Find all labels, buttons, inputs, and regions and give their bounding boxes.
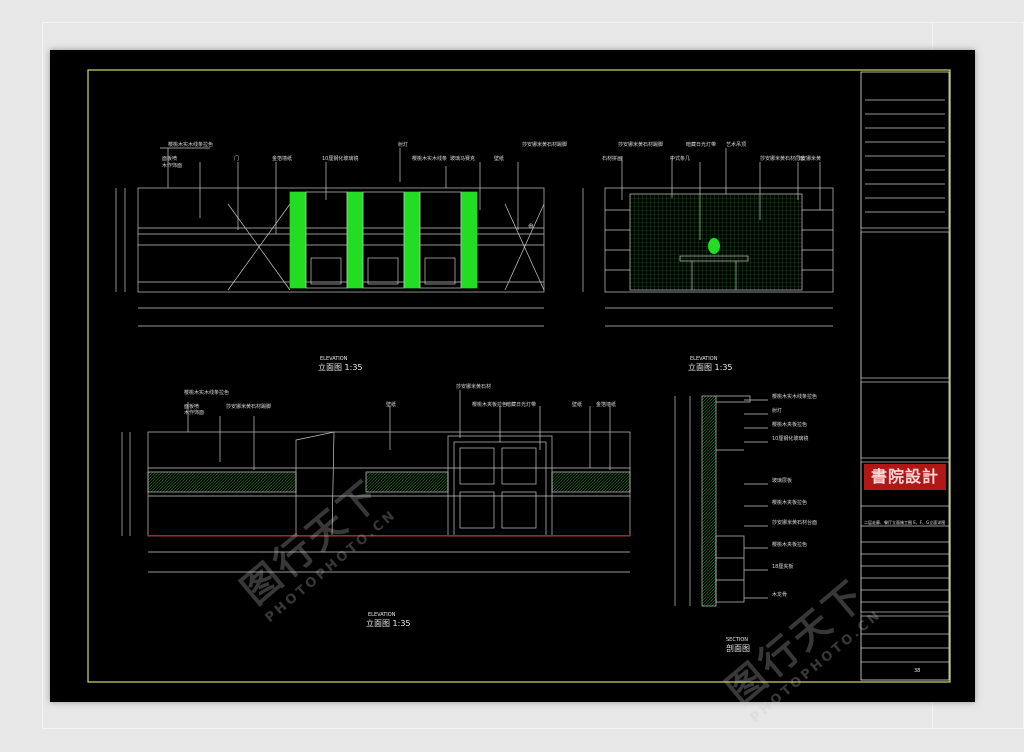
elevation-3-label-0: 樱桃木实木线条拉色 — [184, 389, 229, 396]
section-label-9: 木龙骨 — [772, 591, 787, 598]
title-block — [860, 71, 950, 681]
firm-logo-text: 書院設計 — [870, 467, 939, 486]
vase-shape — [708, 238, 720, 254]
section-label-1: 射灯 — [772, 407, 782, 414]
elevation-3-label-8: 壁纸 — [572, 401, 582, 408]
section-label-5: 樱桃木夹板拉色 — [772, 499, 807, 506]
section-label-6: 莎安娜米黄石材台面 — [772, 519, 817, 526]
elevation-1-dim-text: ⊕ — [528, 222, 534, 230]
elevation-3-label-5: 莎安娜米黄石材 — [456, 383, 491, 390]
elevation-3-label-2: 木作饰面 — [184, 409, 204, 416]
elevation-1-label-1: 面板喷 — [162, 155, 177, 162]
elevation-1-label-5: 10厘钢化玻璃镜 — [322, 155, 358, 162]
drawing-border — [87, 69, 951, 683]
cad-drawing-canvas: ⊕ — [50, 50, 975, 702]
section-label-8: 18厘夹板 — [772, 563, 793, 570]
section-label-4: 玻璃层板 — [772, 477, 792, 484]
elevation-1-label-3: 门 — [234, 155, 239, 162]
elevation-3-label-3: 莎安娜米黄石材踢脚 — [226, 403, 271, 410]
section-label-2: 樱桃木夹板拉色 — [772, 421, 807, 428]
elevation-1-label-8: 玻璃马赛克 — [450, 155, 475, 162]
elevation-2-label-2: 艺术吊顶 — [726, 141, 746, 148]
elevation-1-label-0: 樱桃木实木线条拉色 — [168, 141, 213, 148]
section-tag: SECTION — [726, 637, 748, 643]
elevation-2-label-1: 暗藏日光灯带 — [686, 141, 716, 148]
elevation-1-label-9: 壁纸 — [494, 155, 504, 162]
section-label-3: 10厘钢化玻璃镜 — [772, 435, 808, 442]
elevation-2-title: 立面图 1:35 — [688, 362, 733, 372]
section-label-7: 樱桃木夹板拉色 — [772, 541, 807, 548]
cad-drawing-svg: ⊕ — [87, 69, 951, 683]
section-title: 剖面图 — [726, 643, 750, 653]
elevation-2-label-4: 中式条几 — [670, 155, 690, 162]
elevation-1-label-2: 木作饰面 — [162, 162, 182, 169]
elevation-2-label-3: 石材拼画 — [602, 155, 622, 162]
drawing-name: 二层走廊、餐厅立面施工图 E、F、G立面详图 — [864, 519, 945, 525]
elevation-1-title: 立面图 1:35 — [318, 362, 363, 372]
elevation-2-label-0: 莎安娜米黄石材踢脚 — [618, 141, 663, 148]
elevation-3-title: 立面图 1:35 — [366, 618, 411, 628]
elevation-1-drawing — [115, 147, 545, 327]
background-sheet-frame — [42, 22, 1024, 729]
elevation-3-drawing — [121, 390, 631, 573]
elevation-3-tag: ELEVATION — [368, 612, 396, 618]
elevation-1-label-4: 金箔墙纸 — [272, 155, 292, 162]
elevation-3-label-4: 壁纸 — [386, 401, 396, 408]
elevation-2-label-6: 莎安娜米黄 — [796, 155, 821, 162]
elevation-2-tag: ELEVATION — [690, 356, 718, 362]
elevation-3-label-6: 樱桃木夹板拉色 — [472, 401, 507, 408]
elevation-1-label-7: 樱桃木实木线条 — [412, 155, 447, 162]
elevation-3-label-9: 金箔墙纸 — [596, 401, 616, 408]
elevation-1-tag: ELEVATION — [320, 356, 348, 362]
elevation-2-label-5: 莎安娜米黄石材门套 — [760, 155, 805, 162]
elevation-2-drawing — [582, 148, 834, 327]
floor-line-red — [148, 535, 630, 537]
elevation-1-label-10: 莎安娜米黄石材踢脚 — [522, 141, 567, 148]
elevation-3-label-1: 面板喷 — [184, 403, 199, 410]
page-number: 38 — [914, 668, 920, 674]
elevation-1-label-6: 射灯 — [398, 141, 408, 148]
section-label-0: 樱桃木实木线条拉色 — [772, 393, 817, 400]
elevation-3-label-7: 暗藏日光灯带 — [506, 401, 536, 408]
firm-logo: 書院設計 — [864, 464, 946, 490]
section-drawing — [674, 395, 768, 607]
